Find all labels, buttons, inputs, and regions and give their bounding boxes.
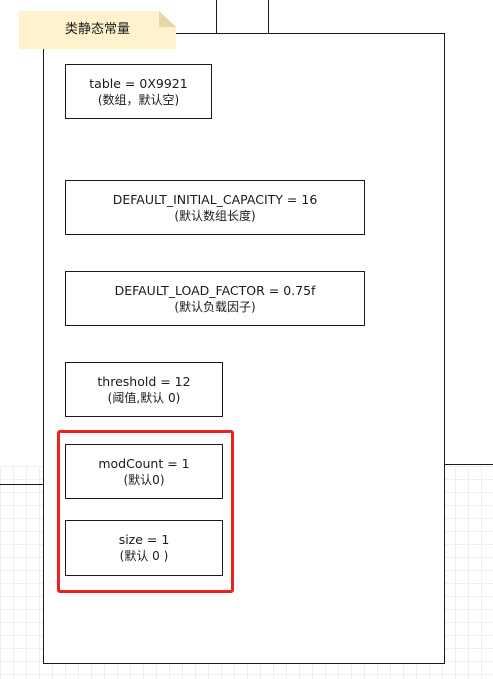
- field-note: (数组，默认空): [97, 92, 180, 107]
- connector-line-left-top: [216, 0, 217, 34]
- connector-line-left-edge: [0, 484, 44, 485]
- field-name: DEFAULT_LOAD_FACTOR = 0.75f: [114, 282, 316, 298]
- field-note: (默认负载因子): [174, 299, 256, 314]
- connector-line-right-edge: [444, 464, 493, 465]
- note-fold-corner: [159, 11, 176, 27]
- field-name: size = 1: [118, 532, 170, 547]
- field-default-load-factor[interactable]: DEFAULT_LOAD_FACTOR = 0.75f (默认负载因子): [65, 271, 365, 326]
- field-name: threshold = 12: [97, 373, 191, 389]
- field-threshold[interactable]: threshold = 12 (阈值,默认 0): [65, 362, 223, 417]
- field-note: (默认 0 ): [119, 549, 169, 563]
- container-title: 类静态常量: [64, 22, 130, 37]
- note-shape: [19, 11, 176, 49]
- field-note: (阈值,默认 0): [107, 390, 181, 405]
- field-mod-count[interactable]: modCount = 1 (默认0): [65, 444, 223, 499]
- field-name: modCount = 1: [98, 455, 190, 471]
- field-size[interactable]: size = 1 (默认 0 ): [65, 520, 223, 576]
- field-note: (默认数组长度): [174, 208, 256, 223]
- field-note: (默认0): [123, 472, 165, 487]
- field-name: DEFAULT_INITIAL_CAPACITY = 16: [112, 191, 318, 207]
- field-table[interactable]: table = 0X9921 (数组，默认空): [65, 64, 212, 119]
- container-title-note[interactable]: 类静态常量: [19, 11, 176, 49]
- field-name: table = 0X9921: [89, 75, 188, 91]
- note-body: [19, 11, 176, 49]
- field-default-initial-capacity[interactable]: DEFAULT_INITIAL_CAPACITY = 16 (默认数组长度): [65, 180, 365, 235]
- highlight-box: [57, 430, 234, 593]
